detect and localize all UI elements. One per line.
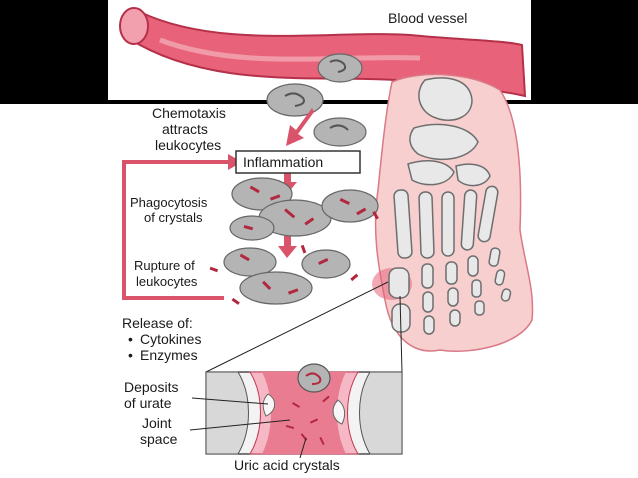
joint-space-pointer — [189, 419, 291, 431]
label-joint-space-line2: space — [140, 431, 178, 447]
release-bullet-2: • — [128, 347, 133, 363]
frame-top-right-bar — [531, 0, 638, 104]
inflammation-box — [235, 150, 361, 174]
label-chemotaxis-line3: leukocytes — [155, 137, 221, 153]
label-phagocytosis-line1: Phagocytosis — [130, 195, 208, 210]
label-blood-vessel: Blood vessel — [388, 10, 467, 26]
label-joint-space-line1: Joint — [142, 415, 172, 431]
label-release-title: Release of: — [122, 315, 193, 331]
feedback-loop-arrowhead — [228, 154, 242, 170]
deposits-pointer — [191, 397, 269, 405]
label-phagocytosis-line2: of crystals — [144, 210, 203, 225]
label-release-enzymes: Enzymes — [140, 347, 198, 363]
label-release-cytokines: Cytokines — [140, 331, 201, 347]
label-rupture-line2: leukocytes — [136, 274, 198, 289]
foot-illustration — [372, 73, 534, 352]
inset-connector-left — [205, 281, 389, 373]
ruptured-leukocytes — [223, 247, 351, 305]
label-rupture-line1: Rupture of — [134, 258, 195, 273]
label-deposits-line1: Deposits — [124, 379, 178, 395]
inset-connector-right — [399, 295, 403, 373]
label-chemotaxis-line1: Chemotaxis — [152, 105, 226, 121]
leukocytes-chemotaxis — [266, 53, 367, 147]
crystals-phagocytosis — [243, 185, 379, 231]
release-bullet-1: • — [128, 331, 133, 347]
label-deposits-line2: of urate — [124, 395, 172, 411]
label-inflammation: Inflammation — [243, 154, 323, 170]
feedback-loop-arrow — [122, 160, 230, 300]
crystals-released — [209, 244, 359, 305]
label-chemotaxis-line2: attracts — [162, 121, 208, 137]
phagocytosis-cells — [229, 177, 379, 241]
joint-inset — [205, 363, 403, 455]
uric-acid-pointer — [299, 437, 307, 459]
frame-top-left-bar — [0, 0, 108, 104]
label-uric-acid-crystals: Uric acid crystals — [234, 457, 340, 473]
